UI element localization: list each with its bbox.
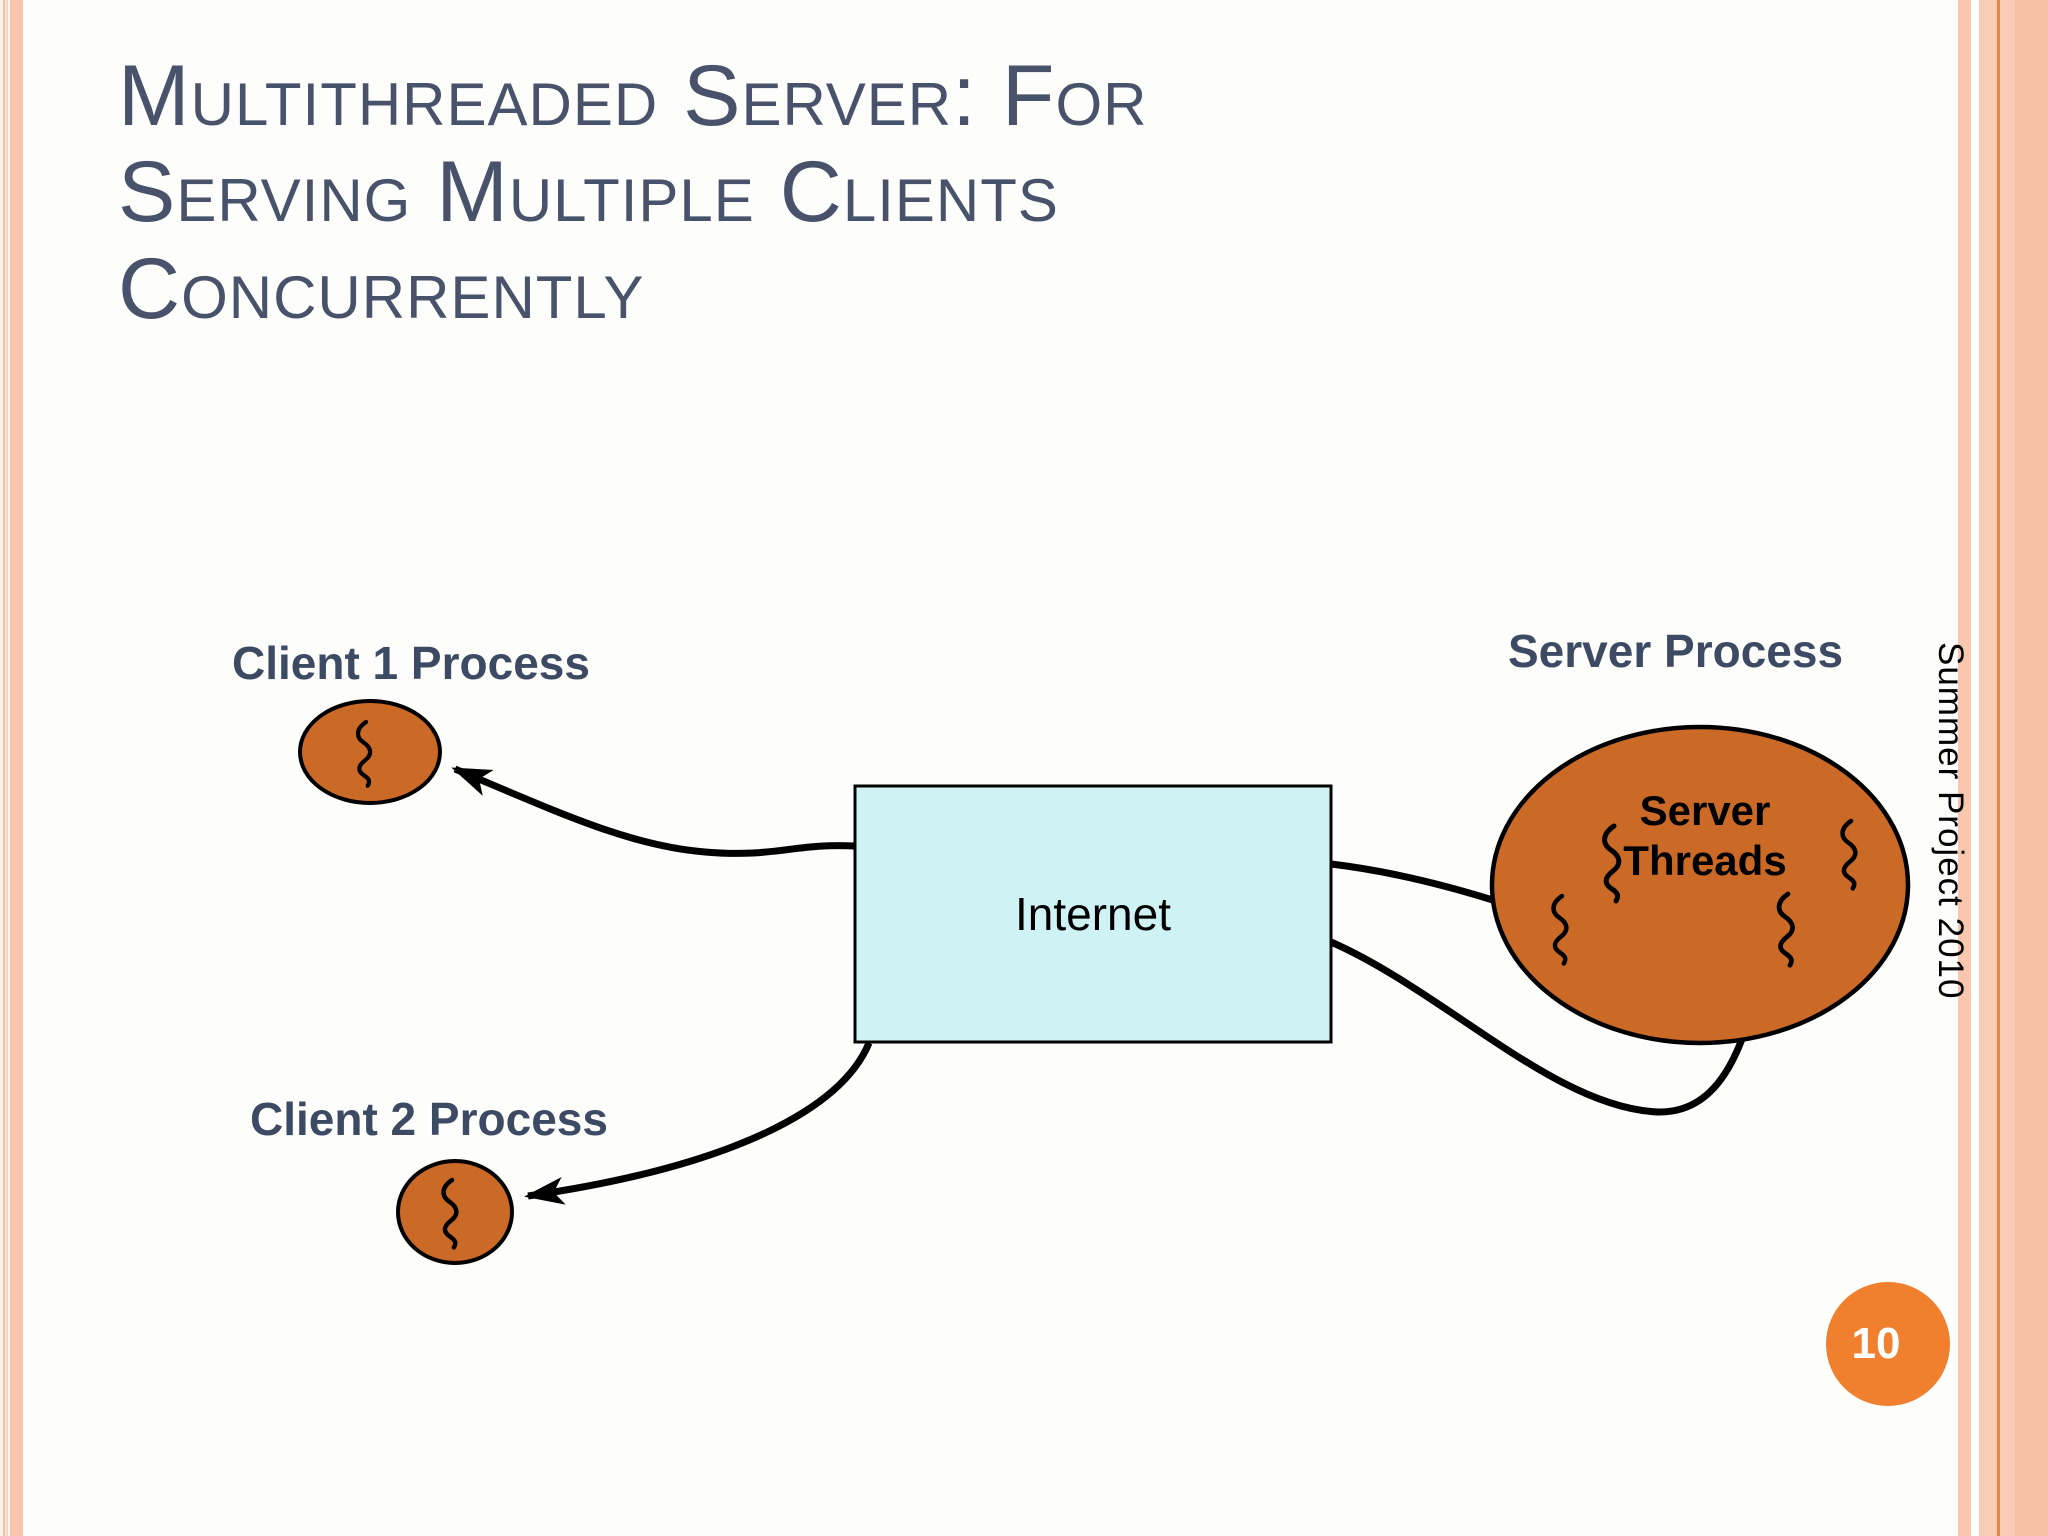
internet-label: Internet <box>1015 888 1171 940</box>
right-border-stripes <box>1958 0 2048 1536</box>
server-threads-label: Server Threads <box>1623 787 1787 884</box>
arrow-internet-to-client1 <box>451 765 856 857</box>
page-number: 10 <box>1851 1319 1901 1368</box>
left-border-stripes <box>0 0 24 1536</box>
side-note-vertical-text: Summer Project 2010 <box>1931 642 1970 1000</box>
arrow-internet-to-client2 <box>524 1041 873 1205</box>
page-title: Multithreaded Server: For Serving Multip… <box>118 48 1148 337</box>
server-process-ellipse <box>1489 724 1911 1046</box>
server-process-label: Server Process <box>1508 625 1844 677</box>
internet-box <box>853 784 1333 1044</box>
page-number-badge: 10 <box>1826 1282 1950 1406</box>
client1-process-label: Client 1 Process <box>232 637 590 689</box>
client2-process-label: Client 2 Process <box>250 1093 608 1145</box>
